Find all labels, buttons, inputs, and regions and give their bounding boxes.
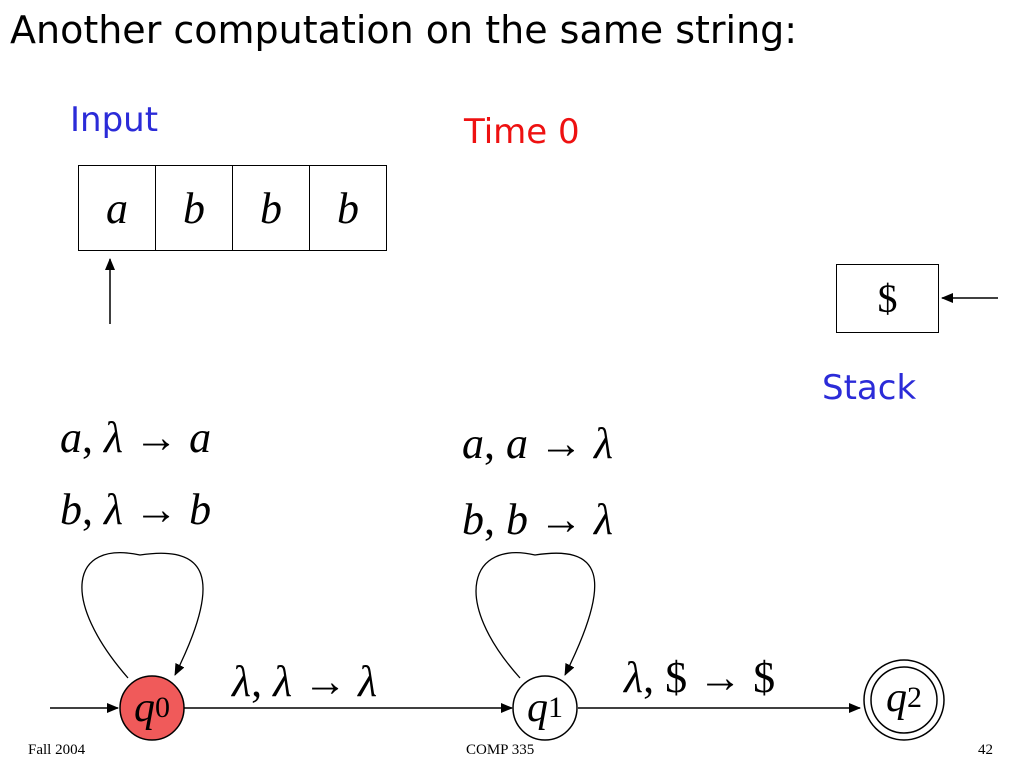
state-q2 [870,666,938,734]
tape-cell: b [156,166,233,250]
tape-cell: b [337,183,359,233]
q1-to-q2-transition: λ, $ → $ [624,653,776,702]
q0-loop-transition-b: b, λ → b [60,485,212,534]
tape-cell: b [233,166,310,250]
q1-loop-transition-b: b, b → λ [462,495,614,544]
input-tape: a b b b [78,165,387,251]
stack-label: Stack [822,368,917,408]
slide-title: Another computation on the same string: [10,8,798,52]
footer-page-number: 42 [978,742,993,758]
q0-loop-transition-a: a, λ → a [60,413,212,462]
q1-self-loop [475,552,596,679]
tape-cell: a [79,166,156,250]
q1-loop-transition-a: a, a → λ [462,419,614,468]
footer-date: Fall 2004 [28,742,86,758]
stack-cell: $ [836,264,939,333]
time-label: Time 0 [464,112,580,152]
footer-course: COMP 335 [466,742,535,758]
q0-self-loop [81,552,204,679]
state-q0 [119,675,185,741]
state-q1 [512,675,578,741]
input-label: Input [70,100,159,140]
q0-to-q1-transition: λ, λ → λ [232,657,378,706]
